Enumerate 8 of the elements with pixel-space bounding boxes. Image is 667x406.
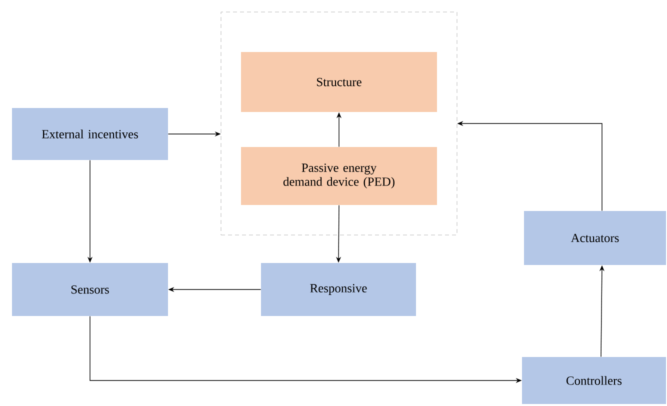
process-box: Sensors bbox=[12, 263, 168, 316]
dashed-group-box bbox=[220, 12, 458, 236]
process-box: Responsive bbox=[261, 263, 416, 316]
process-box: Actuators bbox=[524, 211, 666, 265]
component-box: Passive energy demand device (PED) bbox=[241, 147, 437, 205]
process-box: Controllers bbox=[522, 357, 666, 404]
process-box: External incentives bbox=[12, 108, 168, 160]
component-box: Structure bbox=[241, 52, 437, 112]
